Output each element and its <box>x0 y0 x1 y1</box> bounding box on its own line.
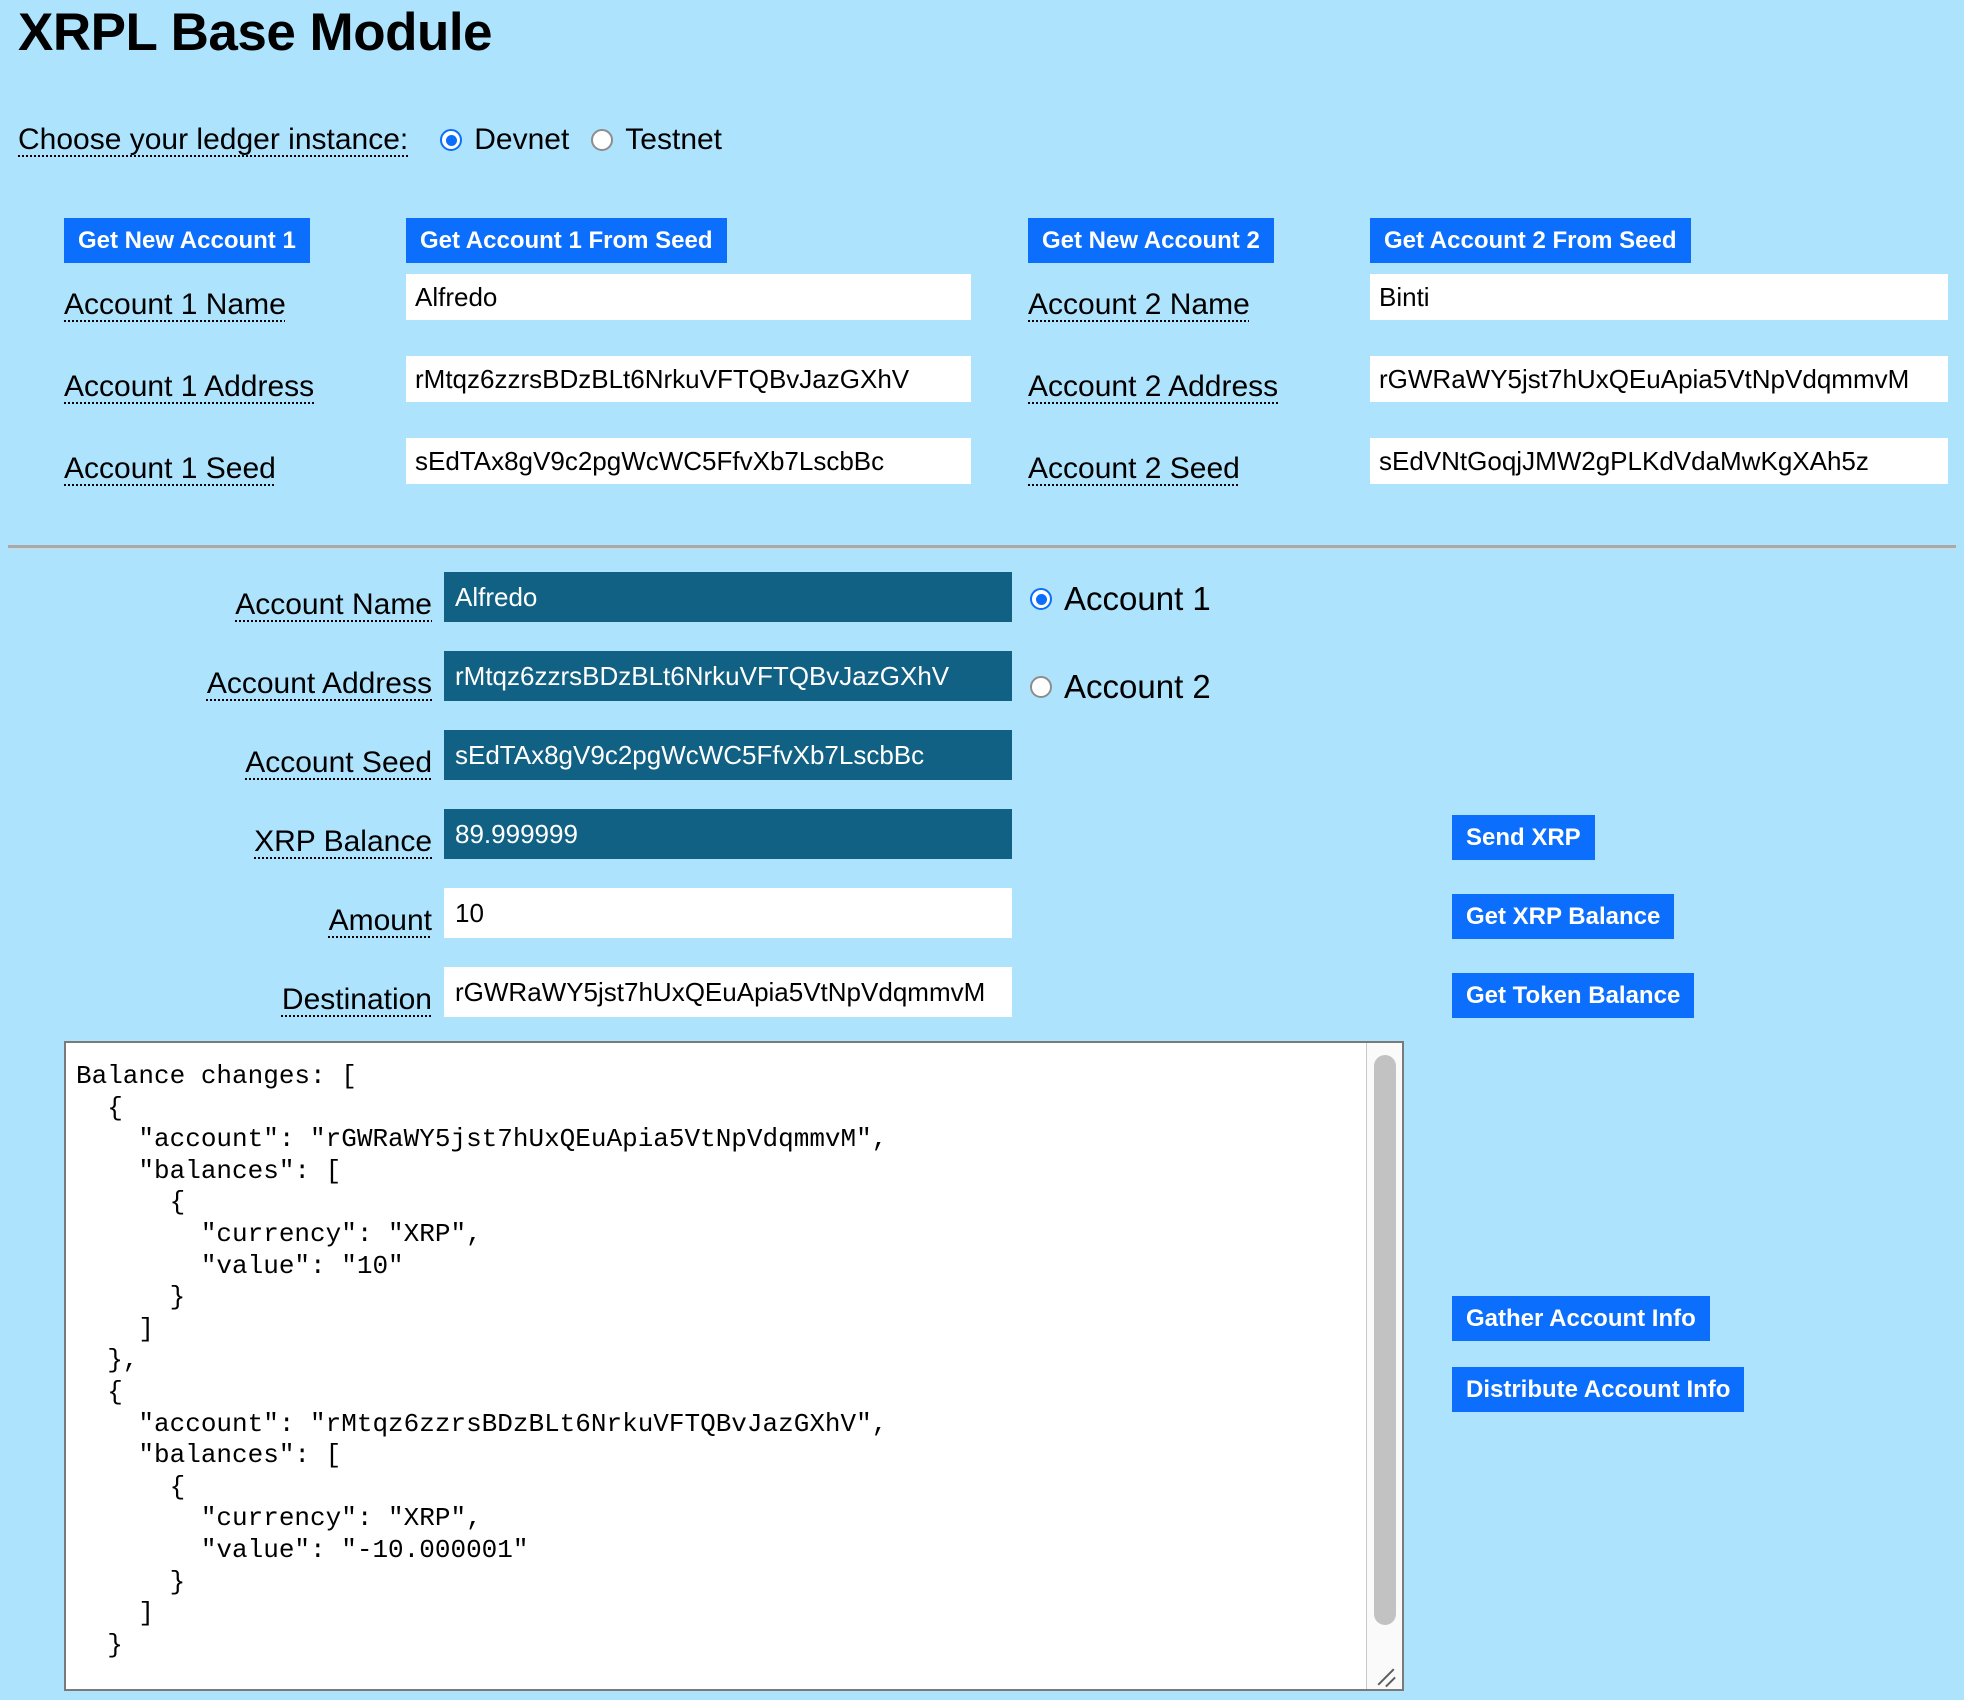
page-title: XRPL Base Module <box>18 3 493 62</box>
ledger-instance-chooser: Choose your ledger instance: Devnet Test… <box>18 120 744 160</box>
account-2-address-label: Account 2 Address <box>1028 370 1279 403</box>
amount-row: Amount <box>0 888 1964 967</box>
account-2-seed-label: Account 2 Seed <box>1028 452 1240 485</box>
xrp-balance-row: XRP Balance <box>0 809 1964 888</box>
xrp-balance-label: XRP Balance <box>254 825 432 858</box>
selected-account-panel: Account Name Account Address Account See… <box>0 572 1964 1046</box>
xrp-balance-input[interactable] <box>444 809 1012 859</box>
radio-devnet-icon[interactable] <box>440 129 463 151</box>
radio-option-devnet[interactable]: Devnet <box>440 123 569 157</box>
radio-option-testnet[interactable]: Testnet <box>591 123 722 157</box>
account-name-input[interactable] <box>444 572 1012 622</box>
radio-account-1-label: Account 1 <box>1064 580 1211 617</box>
account-seed-row: Account Seed <box>0 730 1964 809</box>
radio-testnet-label: Testnet <box>625 123 723 156</box>
get-token-balance-button[interactable]: Get Token Balance <box>1452 973 1695 1019</box>
account-1-address-input[interactable] <box>406 356 971 402</box>
get-account-1-from-seed-button[interactable]: Get Account 1 From Seed <box>406 218 727 264</box>
account-seed-input[interactable] <box>444 730 1012 780</box>
ledger-radio-group: Devnet Testnet <box>440 123 744 157</box>
account-1-name-label: Account 1 Name <box>64 288 286 321</box>
account-2-address-input[interactable] <box>1370 356 1948 402</box>
account-1-address-label: Account 1 Address <box>64 370 315 403</box>
amount-label: Amount <box>328 904 432 937</box>
account-name-label: Account Name <box>235 588 432 621</box>
account-seed-label: Account Seed <box>245 746 432 779</box>
account-address-input[interactable] <box>444 651 1012 701</box>
radio-devnet-label: Devnet <box>474 123 570 156</box>
radio-option-account-1[interactable]: Account 1 <box>1030 580 1211 618</box>
get-xrp-balance-button[interactable]: Get XRP Balance <box>1452 894 1675 940</box>
results-textarea[interactable] <box>66 1043 1366 1689</box>
amount-input[interactable] <box>444 888 1012 938</box>
account-selector-radio-group: Account 1 Account 2 <box>1030 580 1233 756</box>
section-divider <box>8 545 1956 549</box>
get-new-account-1-button[interactable]: Get New Account 1 <box>64 218 310 264</box>
destination-row: Destination <box>0 967 1964 1046</box>
account-1-seed-input[interactable] <box>406 438 971 484</box>
account-1-seed-label: Account 1 Seed <box>64 452 276 485</box>
account-2-name-label: Account 2 Name <box>1028 288 1250 321</box>
results-panel <box>64 1041 1404 1691</box>
ledger-instance-label: Choose your ledger instance: <box>18 123 409 156</box>
destination-input[interactable] <box>444 967 1012 1017</box>
get-account-2-from-seed-button[interactable]: Get Account 2 From Seed <box>1370 218 1691 264</box>
results-scrollbar[interactable] <box>1366 1043 1402 1689</box>
gather-account-info-button[interactable]: Gather Account Info <box>1452 1296 1710 1342</box>
distribute-account-info-button[interactable]: Distribute Account Info <box>1452 1367 1745 1413</box>
results-scrollbar-thumb[interactable] <box>1374 1055 1396 1625</box>
account-address-row: Account Address <box>0 651 1964 730</box>
account-name-row: Account Name <box>0 572 1964 651</box>
destination-label: Destination <box>281 983 432 1016</box>
radio-testnet-icon[interactable] <box>591 129 614 151</box>
get-new-account-2-button[interactable]: Get New Account 2 <box>1028 218 1274 264</box>
radio-account-2-icon[interactable] <box>1030 676 1052 698</box>
account-address-label: Account Address <box>206 667 432 700</box>
send-xrp-button[interactable]: Send XRP <box>1452 815 1595 861</box>
account-2-seed-input[interactable] <box>1370 438 1948 484</box>
radio-account-2-label: Account 2 <box>1064 668 1211 705</box>
results-resize-handle[interactable] <box>1368 1655 1400 1687</box>
radio-option-account-2[interactable]: Account 2 <box>1030 668 1211 706</box>
account-1-name-input[interactable] <box>406 274 971 320</box>
radio-account-1-icon[interactable] <box>1030 588 1052 610</box>
account-2-name-input[interactable] <box>1370 274 1948 320</box>
